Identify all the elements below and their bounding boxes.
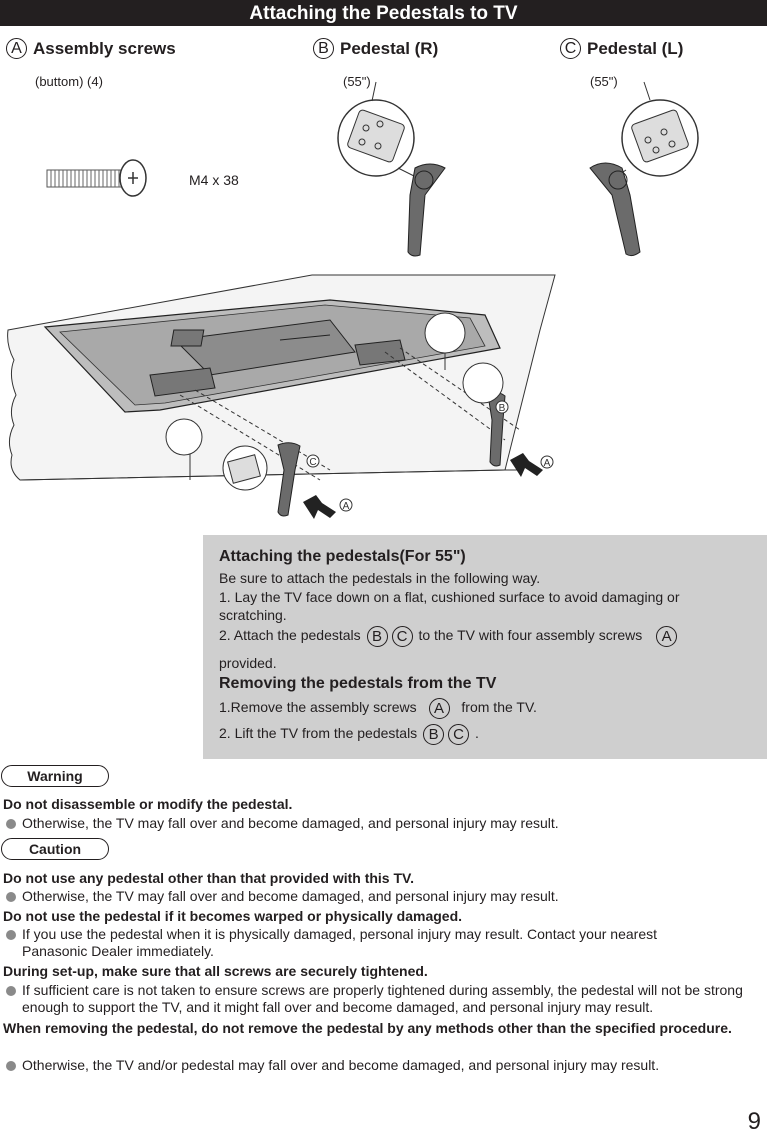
callout-a-right: A (544, 458, 551, 469)
part-a-name: Assembly screws (33, 38, 176, 58)
attach-step2-text-b: to the TV with four assembly screws (418, 627, 643, 644)
remove2-letter-b: B (423, 724, 445, 745)
caution-bullet-1: Otherwise, the TV may fall over and beco… (6, 888, 761, 905)
caution-bullet-1-text: Otherwise, the TV may fall over and beco… (22, 888, 559, 904)
step2-letter-c: C (391, 626, 413, 647)
remove-title: Removing the pedestals from the TV (219, 675, 497, 692)
step2-letter-a: A (656, 626, 678, 647)
step2-letter-b: B (366, 626, 388, 647)
instructions-panel (203, 535, 767, 759)
part-b-size: (55") (343, 74, 371, 89)
attach-step2-text-c: provided. (219, 655, 277, 671)
caution-heading-1: Do not use any pedestal other than that … (3, 870, 414, 886)
section-title-banner: Attaching the Pedestals to TV (0, 0, 767, 26)
bullet-dot-icon (6, 986, 16, 996)
attach-intro: Be sure to attach the pedestals in the f… (219, 570, 541, 586)
caution-bullet-2: If you use the pedestal when it is physi… (6, 926, 761, 960)
warning-label: Warning (1, 765, 109, 787)
attach-title: Attaching the pedestals(For 55") (219, 548, 466, 565)
part-b-heading: B Pedestal (R) (313, 38, 438, 59)
pedestal-b-illustration (337, 81, 446, 257)
part-a-heading: A Assembly screws (6, 38, 176, 59)
part-c-letter: C (560, 38, 581, 59)
bullet-dot-icon (6, 930, 16, 940)
warning-bullet: Otherwise, the TV may fall over and beco… (6, 815, 761, 832)
remove-step1-text-a: 1.Remove the assembly screws (219, 699, 417, 716)
warning-heading: Do not disassemble or modify the pedesta… (3, 796, 293, 812)
bullet-dot-icon (6, 1061, 16, 1071)
callout-a-left: A (343, 501, 350, 512)
page-number: 9 (747, 1108, 761, 1135)
pedestal-c-illustration (589, 81, 699, 257)
remove2-letter-c: C (448, 724, 470, 745)
assembly-illustration: B C A A (7, 81, 699, 519)
remove-step1: 1.Remove the assembly screws A from the … (219, 698, 537, 719)
attach-step2-text-a: 2. Attach the pedestals (219, 627, 361, 644)
part-c-size: (55") (590, 74, 618, 89)
caution-bullet-2-text: If you use the pedestal when it is physi… (22, 926, 657, 959)
caution-bullet-4: Otherwise, the TV and/or pedestal may fa… (6, 1057, 761, 1074)
part-c-name: Pedestal (L) (587, 38, 684, 58)
pedestal-c-attach-illustration (165, 418, 301, 517)
remove-step2-text-b: . (474, 725, 479, 742)
screw-illustration (46, 159, 147, 197)
part-a-letter: A (6, 38, 27, 59)
bullet-dot-icon (6, 892, 16, 902)
caution-heading-2: Do not use the pedestal if it becomes wa… (3, 908, 463, 924)
diagram-callouts: B C A A (306, 400, 554, 512)
caution-heading-3: During set-up, make sure that all screws… (3, 963, 428, 979)
bullet-dot-icon (6, 819, 16, 829)
part-b-name: Pedestal (R) (340, 38, 439, 58)
attach-step1-line1: 1. Lay the TV face down on a flat, cushi… (219, 589, 680, 605)
caution-bullet-3-text: If sufficient care is not taken to ensur… (22, 982, 743, 1015)
caution-bullet-4-text: Otherwise, the TV and/or pedestal may fa… (22, 1057, 660, 1073)
remove1-letter-a: A (428, 698, 450, 719)
caution-heading-4: When removing the pedestal, do not remov… (3, 1020, 732, 1036)
direction-arrows (303, 453, 543, 519)
screw-spec: M4 x 38 (189, 172, 239, 188)
caution-label: Caution (1, 838, 109, 860)
tv-back-illustration (43, 299, 501, 413)
part-c-heading: C Pedestal (L) (560, 38, 683, 59)
callout-b: B (499, 403, 506, 414)
remove-step1-text-b: from the TV. (461, 699, 537, 716)
part-a-quantity: (buttom) (4) (35, 74, 103, 89)
remove-step2-text-a: 2. Lift the TV from the pedestals (219, 725, 418, 742)
caution-bullet-3: If sufficient care is not taken to ensur… (6, 982, 761, 1016)
warning-bullet-text: Otherwise, the TV may fall over and beco… (22, 815, 559, 831)
part-b-letter: B (313, 38, 334, 59)
attach-step1-line2: scratching. (219, 607, 287, 623)
callout-c: C (309, 457, 316, 468)
pedestal-b-attach-illustration (424, 312, 506, 467)
